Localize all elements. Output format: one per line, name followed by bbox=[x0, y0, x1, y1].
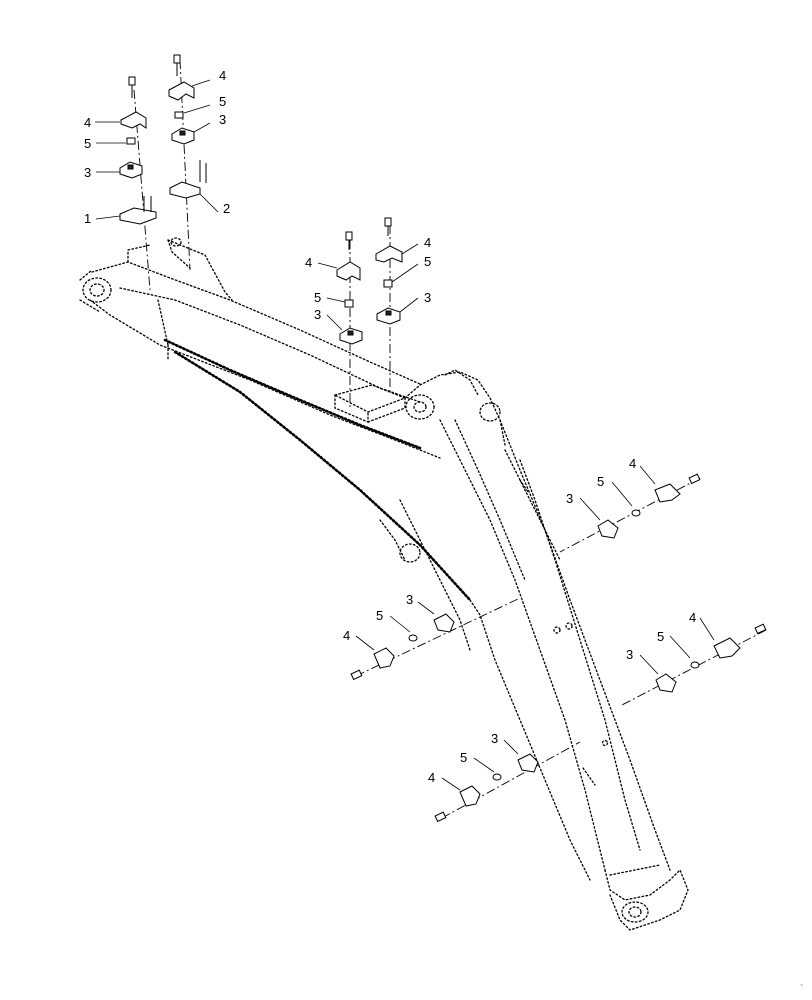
clamp-4-col-d bbox=[375, 245, 403, 263]
block-3-col-b bbox=[171, 127, 195, 145]
callout-4: 4 bbox=[219, 68, 226, 83]
bolt-col-a bbox=[128, 76, 136, 98]
clamp-hardware bbox=[119, 54, 767, 823]
callout-3: 3 bbox=[626, 647, 633, 662]
boom-structure bbox=[79, 237, 689, 931]
callout-5: 5 bbox=[460, 750, 467, 765]
callout-4: 4 bbox=[428, 770, 435, 785]
bolt-col-b bbox=[173, 54, 181, 76]
callout-4: 4 bbox=[343, 628, 350, 643]
bolt-row-h bbox=[434, 811, 447, 823]
callout-4: 4 bbox=[305, 255, 312, 270]
bolt-row-f bbox=[350, 669, 363, 681]
collar-5-row-e bbox=[631, 509, 641, 517]
collar-5-row-h bbox=[492, 773, 502, 781]
callout-3: 3 bbox=[84, 165, 91, 180]
block-3-col-a bbox=[119, 161, 143, 179]
callout-5: 5 bbox=[657, 629, 664, 644]
clamp-4-row-g bbox=[713, 637, 741, 659]
bolt-row-g bbox=[754, 623, 767, 635]
callout-3: 3 bbox=[219, 112, 226, 127]
callout-3: 3 bbox=[424, 290, 431, 305]
clamp-4-row-f bbox=[373, 647, 395, 669]
clamp-4-row-e bbox=[654, 483, 681, 503]
callout-5: 5 bbox=[84, 136, 91, 151]
collar-5-col-a bbox=[126, 137, 136, 145]
plate-2-col-b bbox=[169, 160, 207, 199]
callout-2: 2 bbox=[223, 201, 230, 216]
collar-5-col-d bbox=[383, 279, 393, 288]
callout-5: 5 bbox=[597, 474, 604, 489]
bolt-col-c bbox=[345, 231, 353, 250]
collar-5-row-g bbox=[690, 661, 700, 669]
callout-3: 3 bbox=[566, 491, 573, 506]
block-3-row-g bbox=[655, 673, 677, 693]
corner-mark: ` bbox=[800, 983, 803, 995]
block-3-row-f bbox=[433, 613, 455, 633]
callout-5: 5 bbox=[424, 254, 431, 269]
callout-4: 4 bbox=[629, 456, 636, 471]
leader-lines bbox=[95, 79, 715, 791]
clamp-4-col-a bbox=[120, 111, 147, 129]
callout-4: 4 bbox=[84, 115, 91, 130]
callout-3: 3 bbox=[406, 592, 413, 607]
callout-4: 4 bbox=[689, 610, 696, 625]
bolt-col-d bbox=[384, 217, 392, 236]
callout-4: 4 bbox=[424, 235, 431, 250]
collar-5-row-f bbox=[408, 634, 418, 642]
callout-labels: 4 5 3 1 4 5 3 2 4 5 3 4 5 3 4 5 3 3 5 4 … bbox=[84, 68, 696, 785]
block-3-col-d bbox=[376, 307, 401, 325]
collar-5-col-c bbox=[344, 299, 354, 308]
clamp-4-row-h bbox=[459, 785, 481, 807]
block-3-row-e bbox=[597, 519, 619, 539]
callout-3: 3 bbox=[314, 307, 321, 322]
plate-1-col-a bbox=[119, 196, 157, 225]
collar-5-col-b bbox=[174, 111, 184, 119]
clamp-4-col-c bbox=[336, 261, 361, 281]
block-3-row-h bbox=[517, 753, 539, 773]
callout-5: 5 bbox=[314, 290, 321, 305]
callout-1: 1 bbox=[84, 211, 91, 226]
bolt-row-e bbox=[688, 473, 701, 485]
callout-3: 3 bbox=[491, 731, 498, 746]
callout-5: 5 bbox=[219, 94, 226, 109]
clamp-4-col-b bbox=[168, 81, 195, 101]
block-3-col-c bbox=[339, 327, 363, 345]
callout-5: 5 bbox=[376, 608, 383, 623]
